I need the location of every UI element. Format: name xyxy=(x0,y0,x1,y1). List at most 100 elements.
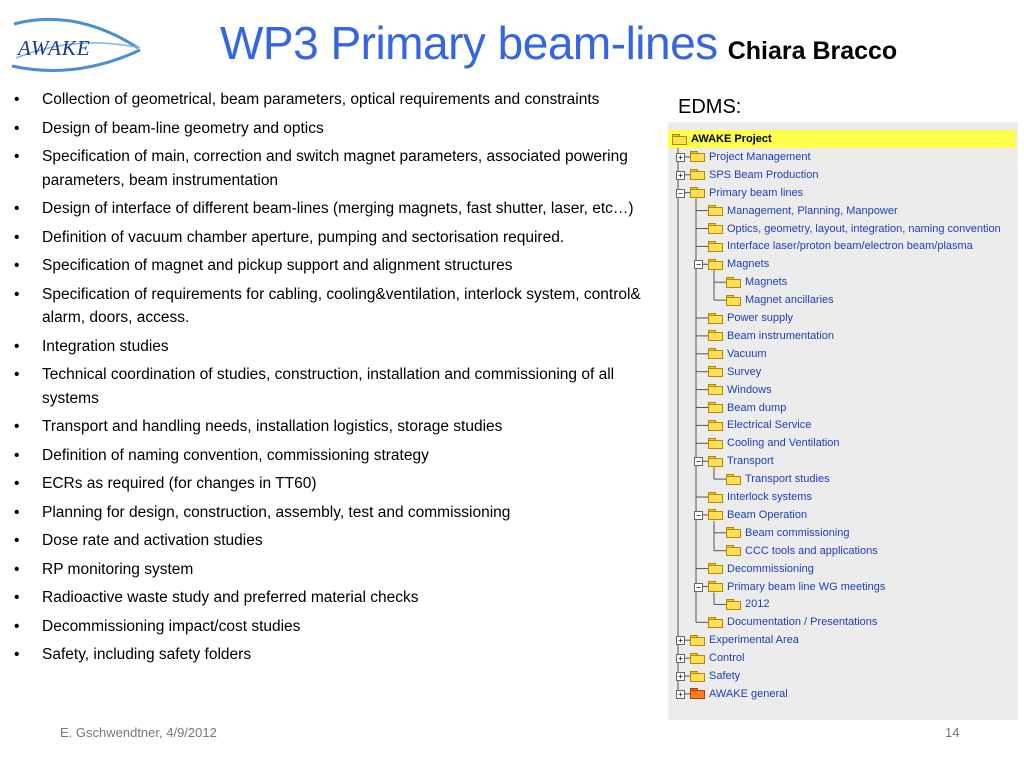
bullet-item: Collection of geometrical, beam paramete… xyxy=(10,88,670,112)
tree-item[interactable]: Vacuum xyxy=(708,345,767,363)
tree-item[interactable]: Safety xyxy=(690,667,740,685)
tree-item[interactable]: Beam dump xyxy=(708,399,786,417)
tree-item[interactable]: Interface laser/proton beam/electron bea… xyxy=(708,237,973,255)
expand-icon[interactable]: + xyxy=(676,689,685,699)
tree-item[interactable]: Beam instrumentation xyxy=(708,327,834,345)
tree-item[interactable]: Optics, geometry, layout, integration, n… xyxy=(708,220,1001,238)
collapse-icon[interactable]: − xyxy=(694,582,703,592)
tree-item[interactable]: Control xyxy=(690,649,744,667)
folder-icon xyxy=(708,419,723,431)
tree-item-label: Decommissioning xyxy=(727,562,814,575)
title-author: Chiara Bracco xyxy=(727,37,898,65)
title-main: WP3 Primary beam-lines xyxy=(220,17,718,69)
folder-icon xyxy=(708,581,723,592)
tree-item-label: Documentation / Presentations xyxy=(727,616,878,629)
tree-item[interactable]: SPS Beam Production xyxy=(690,166,818,184)
bullet-item: Design of interface of different beam-li… xyxy=(10,197,670,221)
expand-icon[interactable]: + xyxy=(676,170,685,180)
folder-icon xyxy=(690,169,705,181)
expand-icon[interactable]: + xyxy=(676,636,685,646)
expand-icon[interactable]: + xyxy=(676,152,685,162)
tree-item[interactable]: Experimental Area xyxy=(690,631,799,649)
expand-icon[interactable]: + xyxy=(676,654,685,664)
tree-item-label: Experimental Area xyxy=(709,634,799,647)
bullet-item: ECRs as required (for changes in TT60) xyxy=(10,472,670,496)
bullet-item: Specification of main, correction and sw… xyxy=(10,145,670,192)
tree-item-label: Cooling and Ventilation xyxy=(727,437,840,450)
awake-logo: AWAKE xyxy=(6,14,144,78)
tree-item[interactable]: Beam Operation xyxy=(708,506,807,524)
tree-item-label: SPS Beam Production xyxy=(709,168,819,181)
tree-item[interactable]: Power supply xyxy=(708,309,793,327)
expand-icon[interactable]: + xyxy=(676,672,685,681)
tree-item-label: Primary beam line WG meetings xyxy=(727,580,886,593)
bullet-item: Safety, including safety folders xyxy=(10,643,670,667)
tree-item[interactable]: Primary beam lines xyxy=(690,184,803,202)
tree-item[interactable]: Primary beam line WG meetings xyxy=(708,578,885,596)
tree-item[interactable]: Transport xyxy=(708,452,774,470)
tree-item[interactable]: Cooling and Ventilation xyxy=(708,434,840,452)
tree-item-label: Beam Operation xyxy=(727,508,808,521)
folder-icon xyxy=(708,205,723,217)
folder-icon xyxy=(726,276,741,288)
tree-item[interactable]: 2012 xyxy=(726,595,769,613)
collapse-icon[interactable]: − xyxy=(676,188,685,198)
tree-item[interactable]: AWAKE general xyxy=(690,685,788,703)
tree-item[interactable]: Management, Planning, Manpower xyxy=(708,202,898,220)
tree-item[interactable]: Magnet ancillaries xyxy=(726,291,834,309)
folder-icon xyxy=(708,455,723,467)
tree-item[interactable]: Windows xyxy=(708,381,772,399)
tree-item-label: Safety xyxy=(709,670,741,682)
tree-item[interactable]: Magnets xyxy=(708,255,769,273)
folder-icon xyxy=(690,151,705,163)
tree-item[interactable]: Beam commissioning xyxy=(726,524,850,542)
folder-icon xyxy=(708,312,723,324)
tree-item-label: Beam instrumentation xyxy=(727,329,834,342)
bullet-item: Planning for design, construction, assem… xyxy=(10,501,670,525)
tree-item-label: Beam commissioning xyxy=(745,526,850,539)
tree-item[interactable]: Magnets xyxy=(726,273,787,291)
folder-icon xyxy=(708,402,723,413)
bullet-item: Definition of naming convention, commiss… xyxy=(10,444,670,468)
folder-icon xyxy=(726,294,741,306)
collapse-icon[interactable]: − xyxy=(694,457,703,467)
tree-item[interactable]: Documentation / Presentations xyxy=(708,613,877,631)
slide-title: WP3 Primary beam-lines Chiara Bracco xyxy=(220,16,897,76)
bullet-item: Definition of vacuum chamber aperture, p… xyxy=(10,226,670,250)
folder-icon xyxy=(708,223,723,234)
tree-item[interactable]: AWAKE Project xyxy=(668,130,1016,148)
folder-icon xyxy=(708,563,723,575)
collapse-icon[interactable]: − xyxy=(694,510,703,520)
folder-icon xyxy=(708,366,723,378)
folder-icon xyxy=(690,670,705,682)
tree-item-label: Magnets xyxy=(745,276,788,289)
tree-item[interactable]: Project Management xyxy=(690,148,811,166)
tree-item[interactable]: Decommissioning xyxy=(708,560,814,578)
tree-item-label: Primary beam lines xyxy=(709,186,804,199)
tree-item[interactable]: Transport studies xyxy=(726,470,830,488)
folder-icon xyxy=(726,473,741,485)
tree-item-label: Transport xyxy=(727,455,774,468)
bullet-item: Transport and handling needs, installati… xyxy=(10,415,670,439)
tree-item-label: Transport studies xyxy=(745,473,830,486)
awake-logo-graphic: AWAKE xyxy=(11,18,141,72)
bullet-item: Decommissioning impact/cost studies xyxy=(10,615,670,639)
bullet-item: Design of beam-line geometry and optics xyxy=(10,117,670,141)
bullet-list: Collection of geometrical, beam paramete… xyxy=(10,88,670,672)
folder-icon xyxy=(726,527,741,539)
bullet-item: Integration studies xyxy=(10,335,670,359)
collapse-icon[interactable]: − xyxy=(694,260,703,270)
tree-item-label: 2012 xyxy=(745,598,770,611)
tree-item-label: Beam dump xyxy=(727,401,787,414)
tree-item[interactable]: Survey xyxy=(708,363,761,381)
tree-item[interactable]: Interlock systems xyxy=(708,488,812,506)
folder-icon xyxy=(708,509,723,521)
tree-item-label: Optics, geometry, layout, integration, n… xyxy=(727,222,1001,235)
tree-item-label: Electrical Service xyxy=(727,419,812,432)
folder-icon xyxy=(690,688,705,700)
tree-item-label: Interface laser/proton beam/electron bea… xyxy=(727,240,973,253)
tree-item[interactable]: CCC tools and applications xyxy=(726,542,878,560)
tree-item-label: AWAKE general xyxy=(709,687,788,700)
tree-item[interactable]: Electrical Service xyxy=(708,416,811,434)
tree-item-label: Vacuum xyxy=(727,347,767,360)
